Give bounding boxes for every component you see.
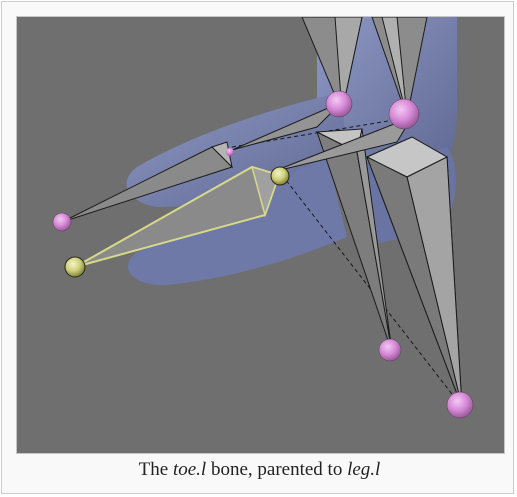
caption-bone-name: toe.l (173, 459, 206, 480)
caption-parent-name: leg.l (347, 459, 380, 480)
joint-toe-l-tail (65, 257, 85, 277)
joint-ankle-left (326, 91, 352, 117)
joint-toe-mid (226, 148, 234, 156)
caption-prefix: The (139, 459, 173, 480)
image-caption: The toe.l bone, parented to leg.l (3, 458, 516, 482)
armature-illustration (17, 17, 504, 453)
joint-ankle-right (389, 99, 419, 129)
joint-heel-far (447, 392, 473, 418)
caption-middle: bone, parented to (206, 459, 347, 480)
joint-heel-lower (379, 339, 401, 361)
joint-toe-l-head (271, 167, 289, 185)
joint-toe-tip-upper (53, 213, 71, 231)
3d-viewport-image[interactable] (16, 16, 505, 454)
